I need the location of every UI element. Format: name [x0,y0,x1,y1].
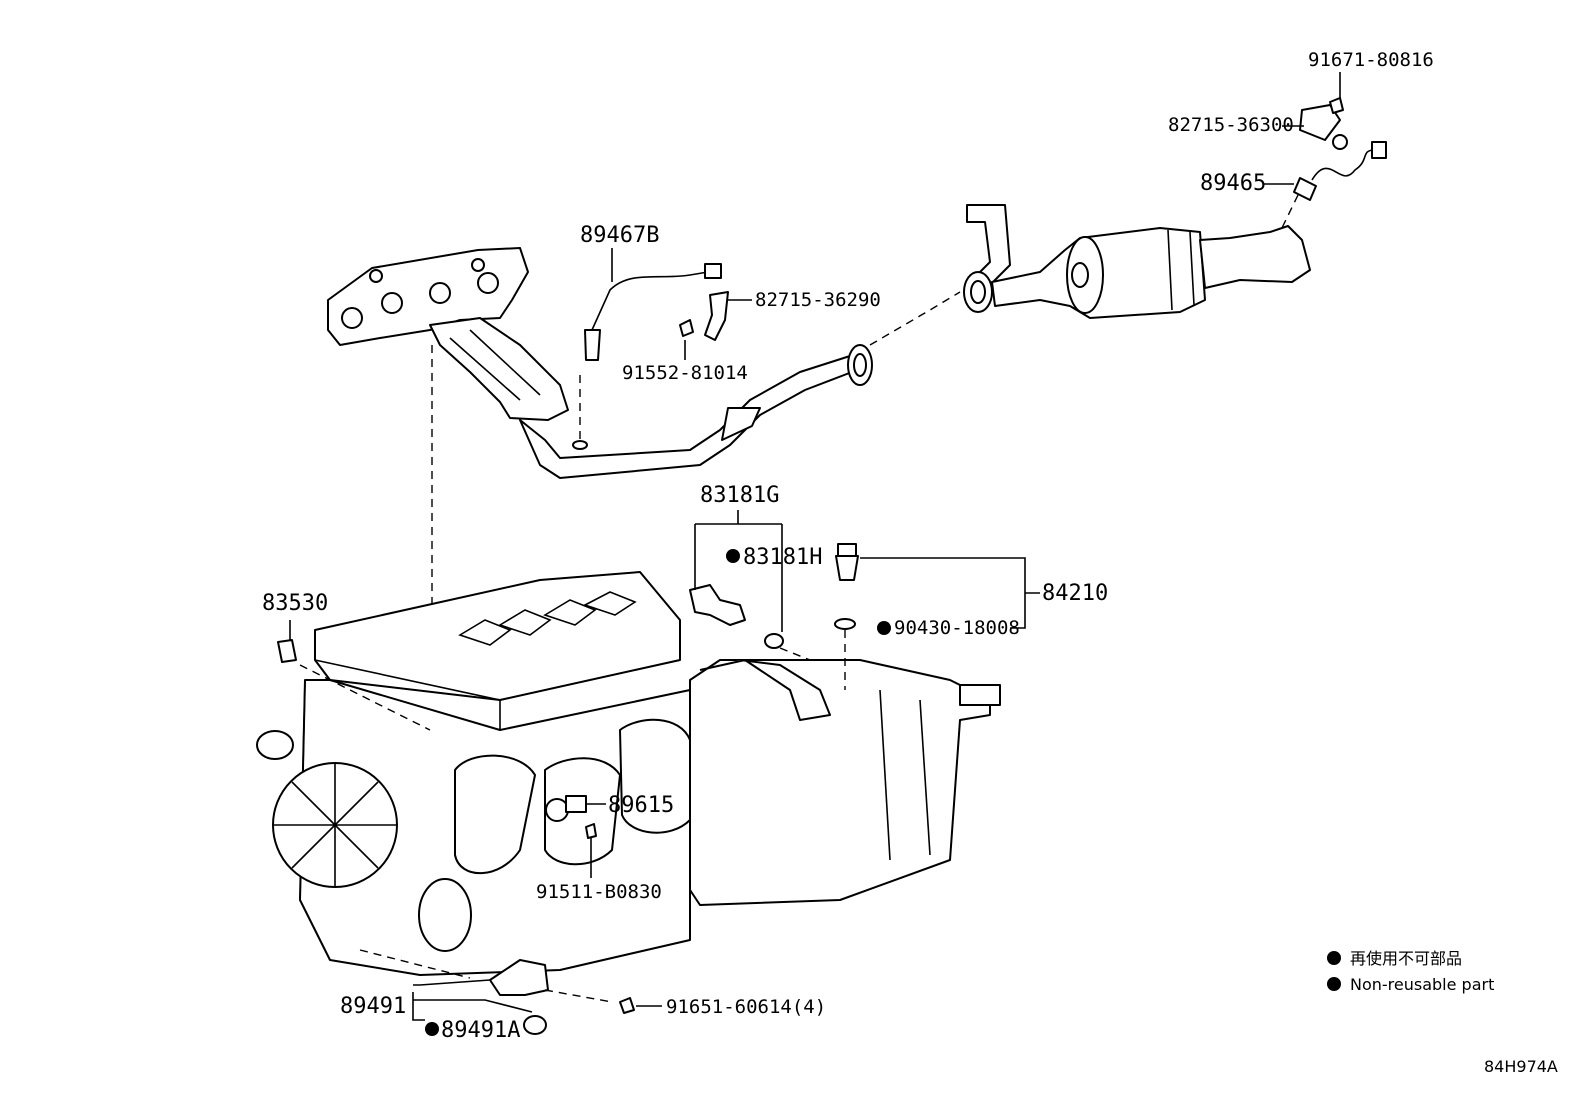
oil-pressure-switch [834,543,859,630]
label-82715-36290[interactable]: 82715-36290 [755,289,881,311]
part-labels: 91671-80816 82715-36300 89465 89467B 827… [262,49,1434,1043]
label-91651-60614[interactable]: 91651-60614(4) [666,996,826,1018]
legend: 再使用不可部品 Non-reusable part [1327,949,1494,994]
exhaust-manifold [327,247,569,421]
label-89491[interactable]: 89491 [340,994,406,1019]
label-91671-80816[interactable]: 91671-80816 [1308,49,1434,71]
legend-dot-2 [1327,977,1341,991]
temperature-sender [277,639,297,663]
non-reusable-marker-89491A [425,1022,439,1036]
label-89467B[interactable]: 89467B [580,223,659,248]
non-reusable-marker-83181H [726,549,740,563]
diagram-code: 84H974A [1484,1057,1558,1076]
label-89465[interactable]: 89465 [1200,171,1266,196]
label-84210[interactable]: 84210 [1042,581,1108,606]
sensor-bracket-upper [1299,97,1348,150]
label-89491A[interactable]: 89491A [441,1018,520,1043]
assembly-dashed-lines [299,194,1299,1003]
front-exhaust-pipe [519,344,873,479]
label-83181H[interactable]: 83181H [743,545,822,570]
legend-text-jp: 再使用不可部品 [1350,949,1462,968]
label-82715-36300[interactable]: 82715-36300 [1168,114,1294,136]
non-reusable-marker-90430 [877,621,891,635]
camshaft-position-sensor [689,584,784,649]
leader-lines [289,72,1341,1021]
legend-dot-1 [1327,951,1341,965]
legend-text-en: Non-reusable part [1350,975,1494,994]
front-oxygen-sensor [584,263,722,361]
label-89615[interactable]: 89615 [608,793,674,818]
knock-sensor [545,795,597,839]
rear-oxygen-sensor [1293,141,1387,201]
catalytic-converter [963,204,1311,319]
label-91552-81014[interactable]: 91552-81014 [622,362,748,384]
label-90430-18008[interactable]: 90430-18008 [894,617,1020,639]
sensor-bracket-lower [679,291,729,341]
label-91511-B0830[interactable]: 91511-B0830 [536,881,662,903]
label-83181G[interactable]: 83181G [700,483,779,508]
label-83530[interactable]: 83530 [262,591,328,616]
engine-block [256,571,1001,976]
